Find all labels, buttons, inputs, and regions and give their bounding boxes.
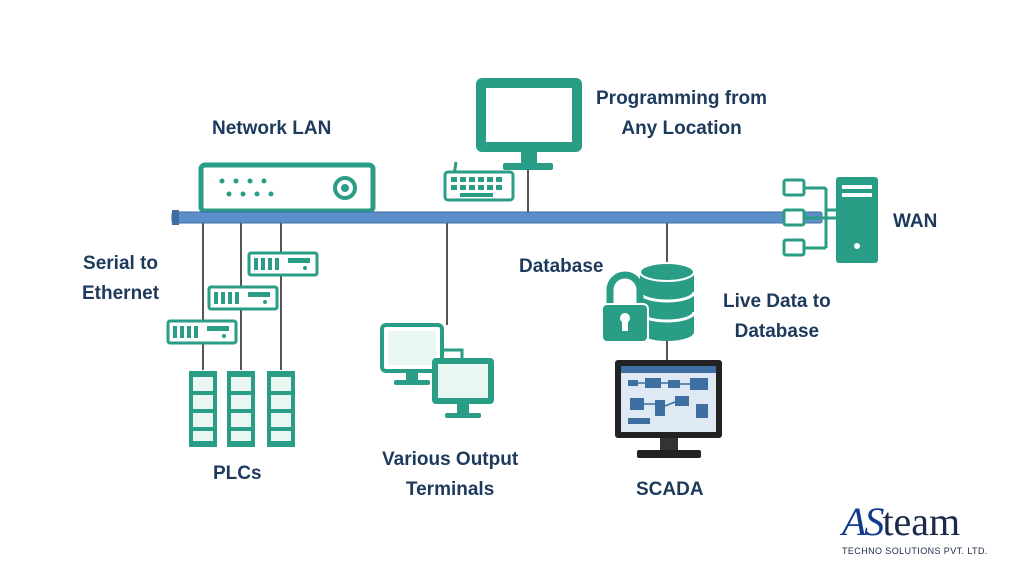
monitor-icon: [432, 358, 494, 418]
serial-label-line-2: Ethernet: [82, 283, 160, 304]
scada-label: SCADA: [636, 479, 704, 500]
programming-label: Programming from Any Location: [596, 84, 767, 144]
keyboard-icon: [443, 161, 515, 202]
computer-icon: [476, 78, 582, 170]
router-icon: [198, 162, 376, 214]
network-lan-label: Network LAN: [212, 118, 332, 139]
serial-device-icon: [166, 319, 238, 345]
logo-brand-suffix: team: [882, 499, 961, 544]
output-label-line-1: Various Output: [382, 449, 519, 470]
logo-brand-prefix: AS: [842, 499, 884, 544]
plc-icon: [227, 371, 255, 447]
plc-icon: [267, 371, 295, 447]
scada-monitor-icon: [615, 360, 722, 458]
output-label-line-2: Terminals: [405, 479, 495, 500]
monitor-icon: [380, 323, 444, 385]
plcs-label: PLCs: [213, 463, 262, 484]
serial-device-icon: [207, 285, 279, 311]
database-label: Database: [519, 256, 604, 277]
serial-to-ethernet-label: Serial to Ethernet: [82, 249, 159, 309]
logo-tagline: TECHNO SOLUTIONS PVT. LTD.: [842, 546, 988, 556]
live-data-label-line-2: Database: [734, 321, 820, 342]
live-data-label-line-1: Live Data to: [723, 291, 831, 312]
terminal-link-line: [442, 348, 464, 358]
serial-label-line-1: Serial to: [83, 253, 159, 274]
database-icon: [638, 262, 696, 341]
lan-bus: [171, 210, 823, 225]
company-logo: ASteam: [842, 500, 960, 544]
plc-icon: [189, 371, 217, 447]
live-data-label: Live Data to Database: [723, 287, 831, 347]
serial-device-icon: [247, 251, 319, 277]
output-terminals-label: Various Output Terminals: [382, 445, 518, 505]
programming-label-line-1: Programming from: [596, 88, 768, 109]
server-icon: [782, 177, 878, 263]
wan-label: WAN: [893, 211, 938, 232]
programming-label-line-2: Any Location: [621, 118, 742, 139]
lock-icon: [601, 271, 649, 343]
